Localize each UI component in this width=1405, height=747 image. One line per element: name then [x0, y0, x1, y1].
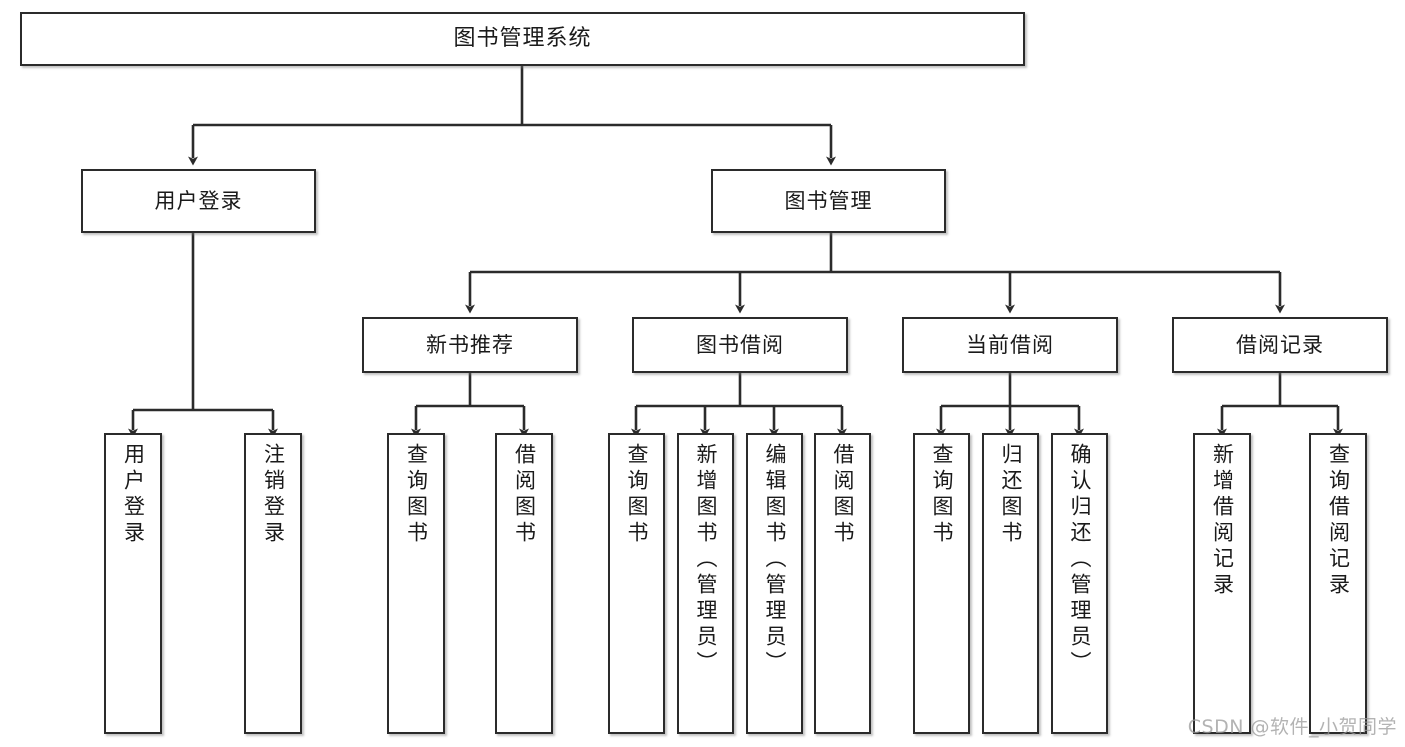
node-leaf-query-record[interactable]: 查询借阅记录 [1309, 433, 1367, 734]
node-leaf-borrow-book-1-label: 借阅图书 [512, 443, 537, 547]
node-leaf-return-book[interactable]: 归还图书 [982, 433, 1039, 734]
node-new-book-rec[interactable]: 新书推荐 [362, 317, 578, 373]
node-leaf-logout-label: 注销登录 [261, 443, 286, 547]
node-leaf-borrow-book-2-label: 借阅图书 [831, 443, 855, 547]
node-leaf-query-book-1-label: 查询图书 [404, 443, 429, 547]
node-leaf-query-book-2-label: 查询图书 [625, 443, 649, 547]
node-user-login[interactable]: 用户登录 [81, 169, 316, 233]
node-book-borrow-label: 图书借阅 [696, 332, 784, 357]
node-book-mgmt-label: 图书管理 [784, 188, 873, 213]
node-leaf-borrow-book-2[interactable]: 借阅图书 [814, 433, 871, 734]
node-current-borrow-label: 当前借阅 [966, 332, 1054, 357]
node-leaf-confirm-return-label: 确认归还（管理员） [1068, 443, 1092, 677]
node-current-borrow[interactable]: 当前借阅 [902, 317, 1118, 373]
node-leaf-add-book-label: 新增图书（管理员） [694, 443, 718, 677]
node-leaf-confirm-return[interactable]: 确认归还（管理员） [1051, 433, 1108, 734]
node-leaf-edit-book-label: 编辑图书（管理员） [763, 443, 787, 677]
watermark-text: CSDN @软件_小贺同学 [1187, 716, 1397, 738]
node-leaf-query-record-label: 查询借阅记录 [1326, 443, 1351, 599]
node-leaf-query-book-2[interactable]: 查询图书 [608, 433, 665, 734]
node-borrow-record[interactable]: 借阅记录 [1172, 317, 1388, 373]
node-leaf-add-book[interactable]: 新增图书（管理员） [677, 433, 734, 734]
node-leaf-login-label: 用户登录 [121, 443, 146, 547]
node-book-mgmt[interactable]: 图书管理 [711, 169, 946, 233]
node-borrow-record-label: 借阅记录 [1236, 332, 1324, 357]
node-leaf-add-record[interactable]: 新增借阅记录 [1193, 433, 1251, 734]
node-leaf-add-record-label: 新增借阅记录 [1210, 443, 1235, 599]
node-leaf-edit-book[interactable]: 编辑图书（管理员） [746, 433, 803, 734]
node-leaf-borrow-book-1[interactable]: 借阅图书 [495, 433, 553, 734]
node-root[interactable]: 图书管理系统 [20, 12, 1025, 66]
node-leaf-logout[interactable]: 注销登录 [244, 433, 302, 734]
node-root-label: 图书管理系统 [453, 26, 592, 52]
node-leaf-return-book-label: 归还图书 [999, 443, 1023, 547]
node-user-login-label: 用户登录 [154, 188, 243, 213]
node-leaf-login[interactable]: 用户登录 [104, 433, 162, 734]
node-book-borrow[interactable]: 图书借阅 [632, 317, 848, 373]
node-new-book-rec-label: 新书推荐 [426, 332, 514, 357]
node-leaf-query-book-1[interactable]: 查询图书 [387, 433, 445, 734]
node-leaf-query-book-3-label: 查询图书 [930, 443, 954, 547]
node-leaf-query-book-3[interactable]: 查询图书 [913, 433, 970, 734]
